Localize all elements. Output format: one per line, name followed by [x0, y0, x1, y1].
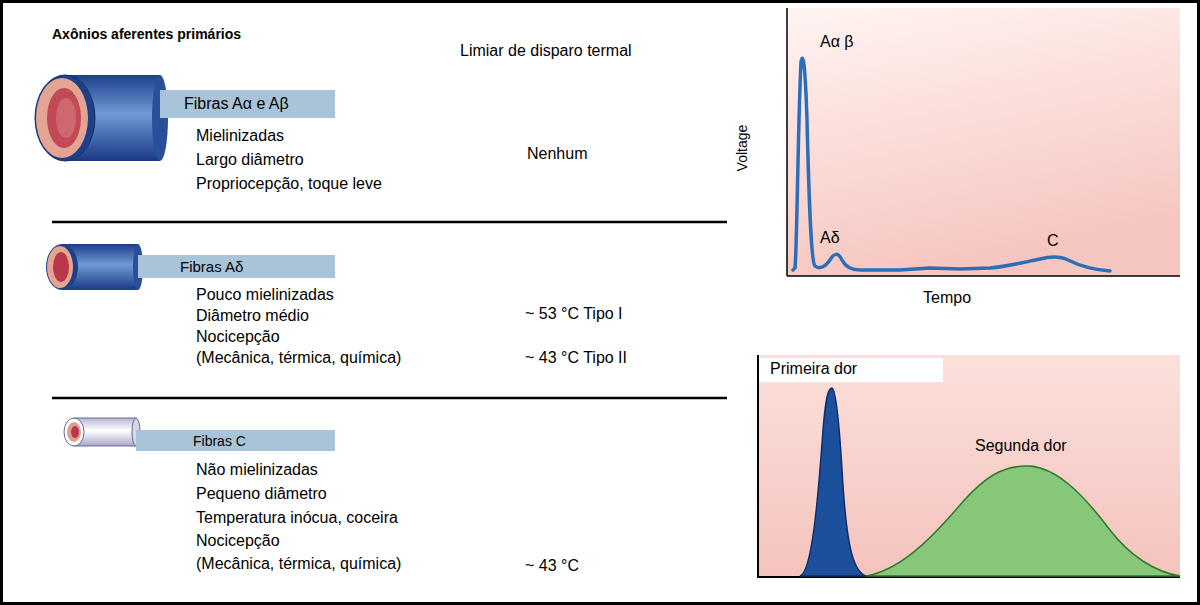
threshold-value: ~ 43 °C Tipo II	[525, 349, 627, 367]
fiber-property: (Mecânica, térmica, química)	[196, 555, 401, 573]
fiber-cylinder	[64, 418, 140, 446]
column-header: Limiar de disparo termal	[460, 42, 632, 60]
fiber-property: Diâmetro médio	[196, 307, 309, 325]
axis-label: Voltage	[734, 125, 750, 172]
fiber-property: Propriocepção, toque leve	[196, 175, 382, 193]
peak-label: Aδ	[820, 229, 840, 247]
curve-label: Primeira dor	[770, 360, 857, 378]
fiber-property: Mielinizadas	[196, 127, 284, 145]
fiber-name: Fibras Aδ	[180, 258, 243, 275]
threshold-value: Nenhum	[527, 145, 587, 163]
voltage-chart	[787, 8, 1180, 276]
fiber-cylinder	[35, 75, 168, 161]
curve-label: Segunda dor	[975, 437, 1067, 455]
peak-label: C	[1047, 232, 1059, 250]
fiber-property: Não mielinizadas	[196, 461, 318, 479]
fiber-name: Fibras C	[193, 433, 246, 449]
fiber-property: Pouco mielinizadas	[196, 286, 334, 304]
fiber-label-band: Fibras Aδ	[138, 255, 335, 278]
peak-label: Aα β	[820, 33, 854, 51]
fiber-label-band: Fibras C	[136, 430, 335, 451]
fiber-property: Largo diâmetro	[196, 151, 304, 169]
threshold-value: ~ 43 °C	[525, 557, 579, 575]
fiber-property: Nocicepção	[196, 328, 280, 346]
fiber-property: Nocicepção	[196, 532, 280, 550]
axis-label: Tempo	[923, 289, 971, 307]
panel-title: Axônios aferentes primários	[52, 26, 241, 42]
fiber-cylinder	[46, 244, 143, 290]
fiber-property: Temperatura inócua, coceira	[196, 509, 398, 527]
fiber-property: (Mecânica, térmica, química)	[196, 349, 401, 367]
threshold-value: ~ 53 °C Tipo I	[525, 305, 623, 323]
fiber-property: Pequeno diâmetro	[196, 485, 327, 503]
fiber-label-band: Fibras Aα e Aβ	[160, 90, 335, 118]
pain-chart	[758, 355, 1180, 578]
fiber-name: Fibras Aα e Aβ	[184, 95, 289, 113]
